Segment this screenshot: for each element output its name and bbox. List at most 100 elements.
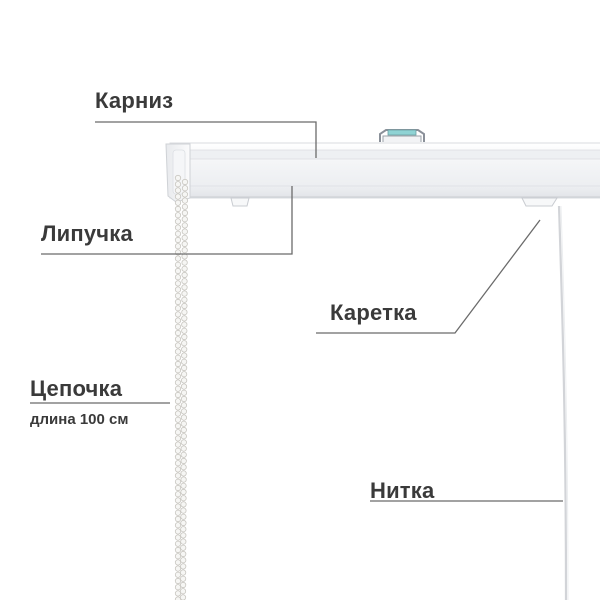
chain-bead — [174, 571, 182, 578]
chain-bead — [180, 451, 187, 458]
chain-bead — [181, 259, 188, 266]
chain-bead — [174, 224, 182, 231]
chain-bead — [180, 519, 187, 527]
chain-bead — [180, 526, 187, 533]
chain-bead — [180, 420, 187, 427]
chain-bead — [181, 302, 188, 310]
label-chain-length: длина 100 см — [30, 411, 129, 428]
chain-bead — [174, 590, 182, 597]
chain-bead — [174, 311, 182, 318]
chain-bead — [174, 193, 182, 200]
chain-bead — [179, 594, 187, 600]
chain-bead — [180, 575, 187, 582]
chain-bead — [174, 509, 182, 516]
chain-bead — [181, 240, 188, 248]
chain-bead — [181, 340, 188, 347]
chain-bead — [174, 243, 182, 250]
chain-bead — [174, 497, 182, 504]
carriage-right — [521, 197, 558, 207]
chain-bead — [180, 538, 187, 545]
label-carriage: Каретка — [330, 300, 417, 325]
chain-bead — [174, 274, 182, 281]
chain-bead — [181, 178, 189, 186]
chain-bead — [180, 488, 187, 496]
label-velcro: Липучка — [41, 221, 133, 246]
chain-bead — [174, 385, 182, 392]
chain-bead — [180, 395, 188, 403]
chain-bead — [174, 515, 182, 523]
chain-bead — [179, 588, 187, 595]
chain-bead — [181, 203, 188, 210]
chain-bead — [180, 563, 187, 570]
chain-bead — [181, 333, 188, 341]
chain-bead — [174, 398, 182, 405]
leader-lipuchka — [41, 186, 293, 255]
chain-bead — [174, 298, 182, 306]
chain-bead — [181, 284, 188, 291]
chain-bead — [181, 309, 188, 316]
chain-bead — [174, 181, 182, 188]
cord — [557, 205, 569, 600]
chain-bead — [180, 476, 187, 483]
chain-bead — [180, 550, 187, 558]
chain-bead — [180, 457, 187, 465]
chain-bead — [181, 191, 188, 198]
chain-bead — [174, 336, 182, 343]
chain-bead — [181, 197, 188, 204]
chain-bead — [174, 187, 182, 194]
chain-bead — [180, 507, 187, 514]
chain-bead — [174, 218, 182, 225]
rail — [169, 142, 600, 199]
chain-bead — [174, 342, 182, 349]
chain-bead — [174, 553, 182, 560]
chain-bead — [174, 559, 182, 566]
chain-bead — [180, 389, 188, 396]
bead-chain — [174, 174, 189, 600]
chain-bead — [181, 290, 188, 297]
chain-bead — [174, 503, 182, 510]
chain-bead — [174, 329, 182, 337]
chain-bead — [174, 379, 182, 386]
chain-bead — [174, 540, 182, 547]
chain-bead — [174, 292, 182, 299]
label-rail: Карниз — [95, 88, 174, 113]
chain-bead — [174, 441, 182, 448]
chain-bead — [174, 577, 182, 585]
chain-bead — [174, 354, 182, 361]
chain-bead — [181, 346, 188, 353]
chain-bead — [174, 460, 182, 467]
chain-bead — [174, 453, 182, 461]
chain-bead — [174, 528, 182, 535]
chain-bead — [174, 367, 182, 374]
chain-bead — [180, 482, 187, 489]
chain-bead — [180, 408, 187, 415]
chain-bead — [174, 491, 182, 498]
leader-lines — [30, 121, 563, 502]
chain-bead — [174, 447, 182, 454]
chain-bead — [174, 522, 182, 529]
chain-bead — [174, 391, 182, 399]
chain-bead — [174, 348, 182, 355]
chain-bead — [174, 205, 182, 213]
chain-bead — [174, 565, 182, 572]
chain-bead — [181, 185, 189, 192]
chain-bead — [174, 373, 182, 380]
chain-bead — [174, 236, 182, 244]
chain-bead — [180, 557, 187, 564]
chain-bead — [180, 439, 187, 446]
chain-bead — [174, 478, 182, 485]
chain-bead — [181, 352, 188, 359]
chain-bead — [180, 501, 187, 508]
leader-karetka — [316, 219, 541, 334]
leader-karniz — [95, 121, 317, 158]
chain-bead — [180, 544, 187, 551]
chain-bead — [174, 546, 182, 554]
chain-bead — [174, 199, 182, 206]
chain-bead — [181, 234, 188, 241]
chain-bead — [181, 321, 188, 328]
chain-bead — [174, 230, 182, 237]
chain-bead — [181, 216, 188, 223]
chain-bead — [174, 317, 182, 324]
chain-bead — [180, 513, 187, 520]
chain-bead — [174, 323, 182, 330]
